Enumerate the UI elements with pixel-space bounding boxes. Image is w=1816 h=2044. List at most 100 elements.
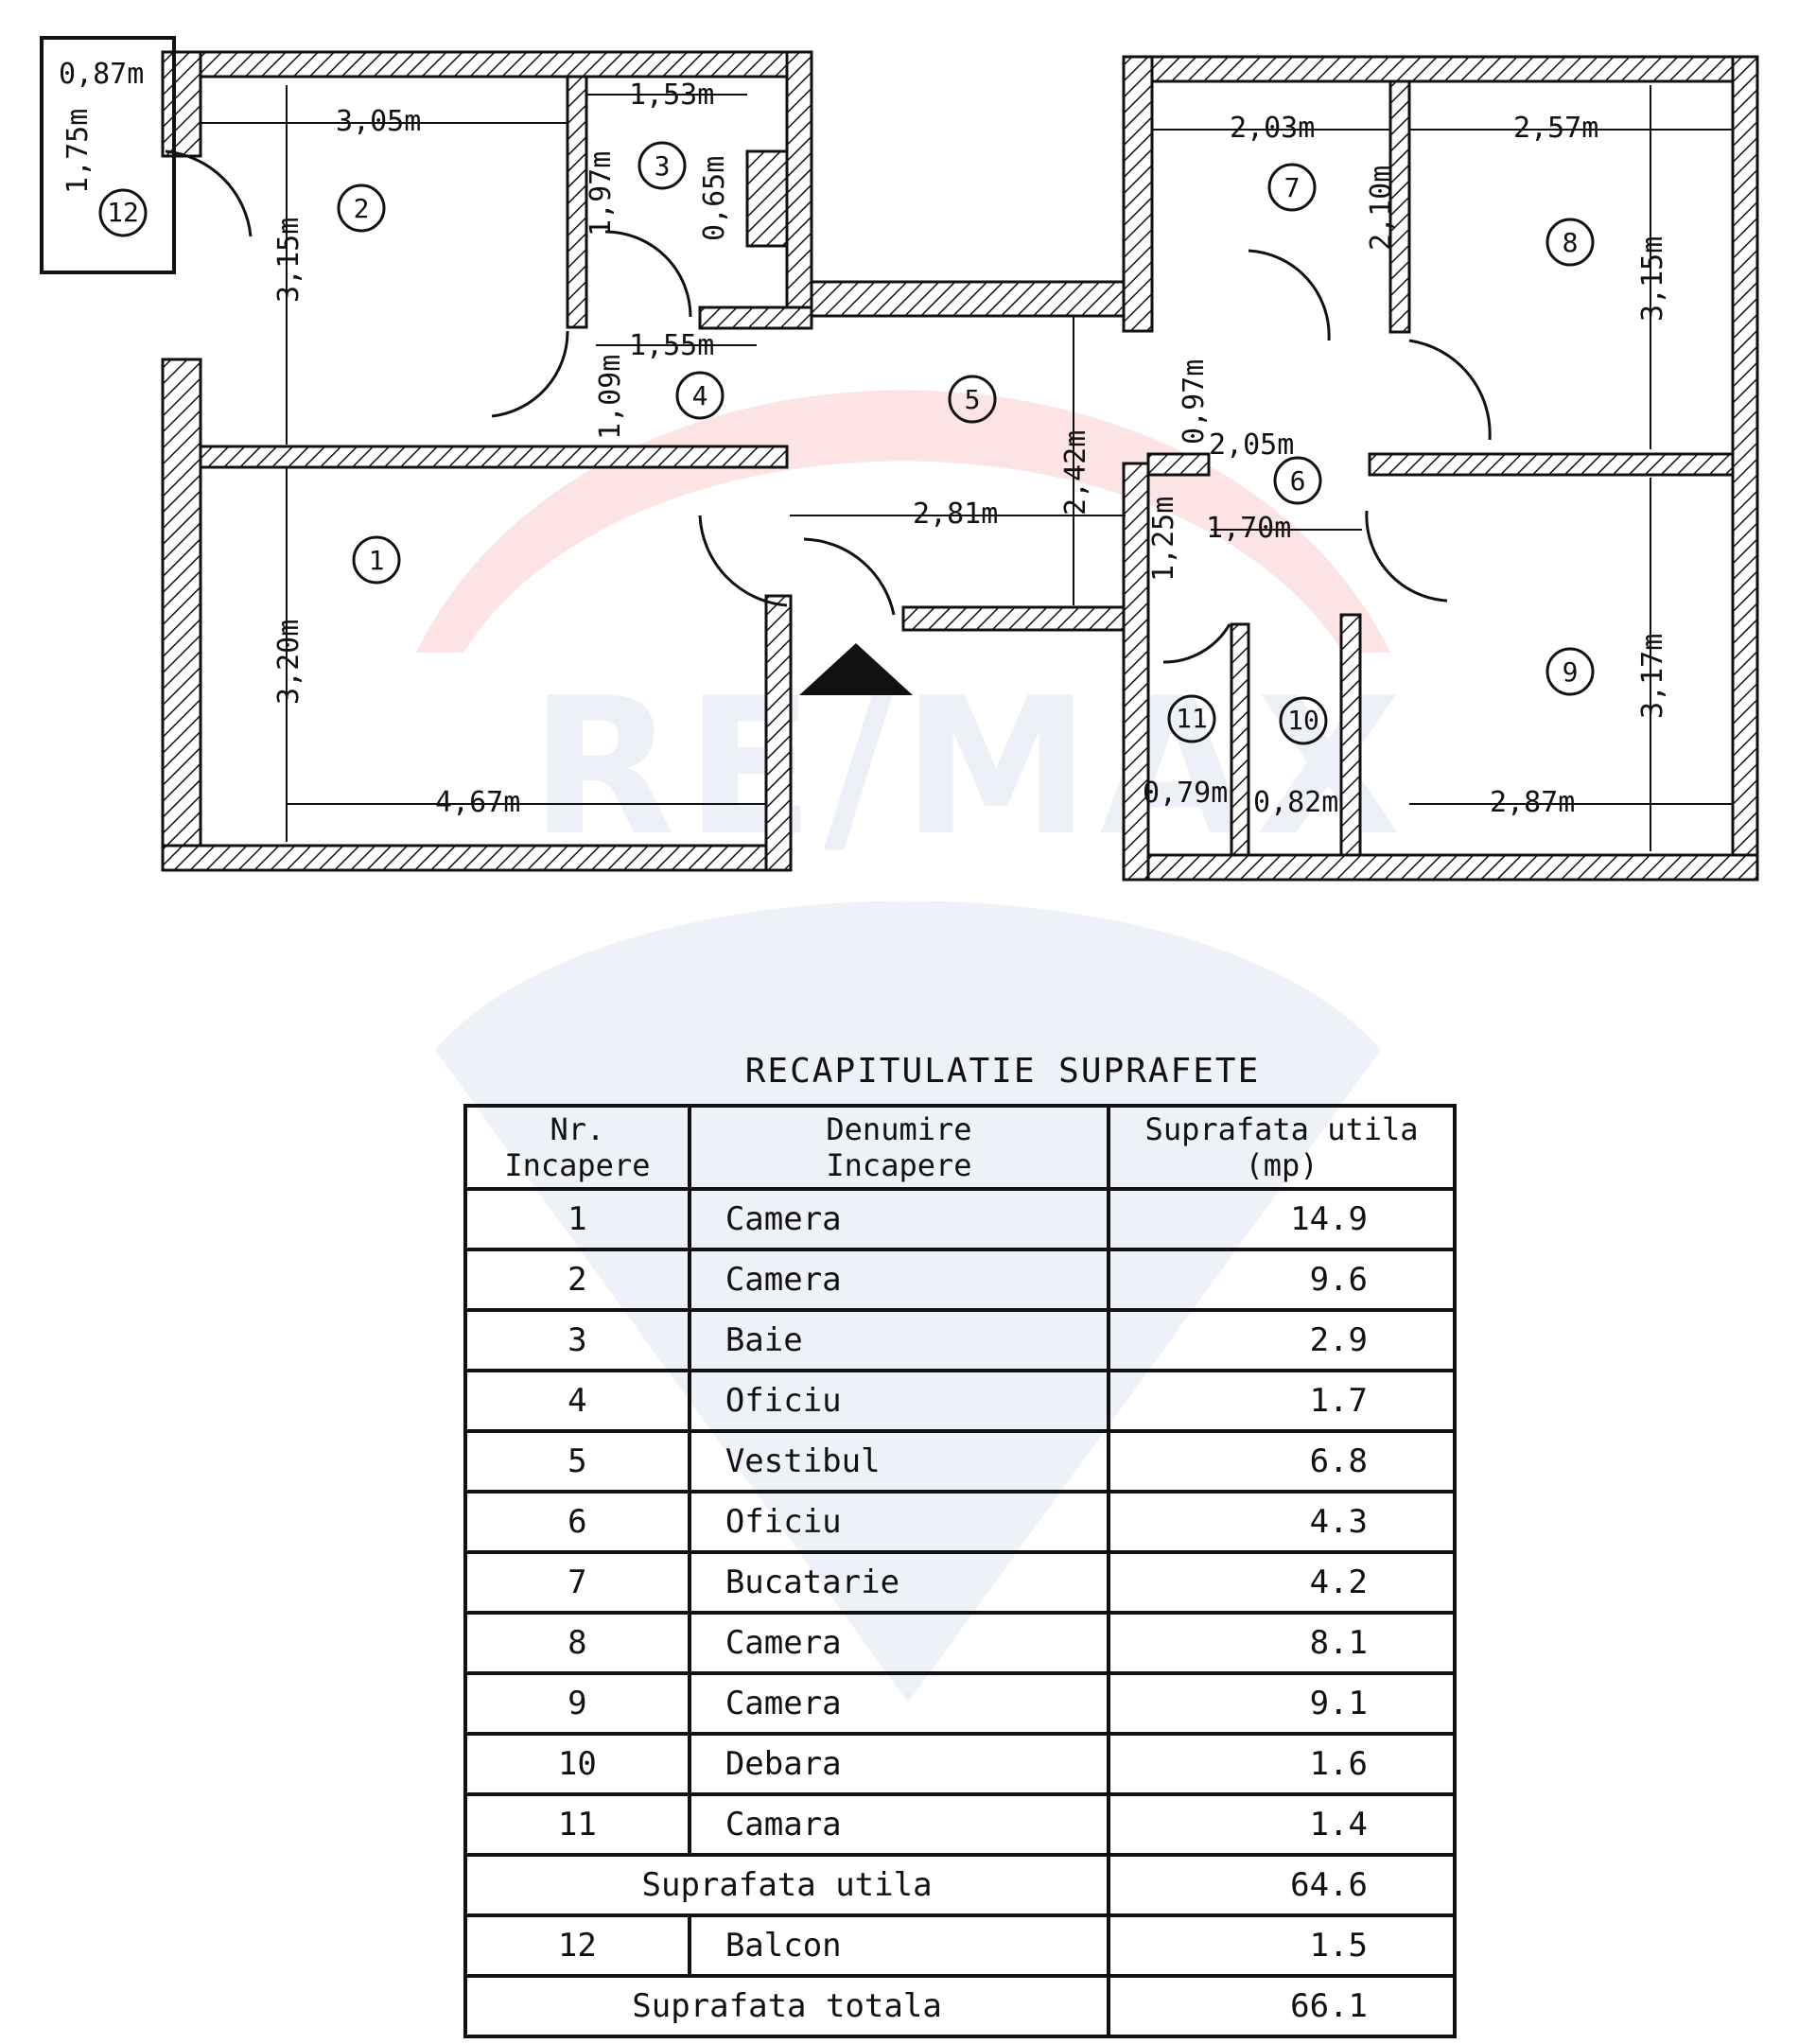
doors bbox=[165, 149, 1492, 664]
room-numbers: 1 2 3 4 5 6 7 8 9 10 11 12 bbox=[107, 150, 1578, 736]
room-markers bbox=[98, 141, 1595, 745]
door-entrance bbox=[803, 537, 896, 616]
row-area: 8.1 bbox=[1107, 1611, 1457, 1675]
wall-corridor-top bbox=[810, 280, 1126, 318]
dim-1-09: 1,09m bbox=[594, 355, 627, 440]
room-number-8: 8 bbox=[1563, 227, 1579, 258]
door-bath bbox=[604, 230, 692, 318]
entrance-arrow-icon bbox=[799, 643, 913, 695]
room-marker-8 bbox=[1545, 218, 1595, 267]
door-balcony bbox=[165, 149, 253, 237]
dim-1-53: 1,53m bbox=[629, 79, 714, 112]
row-name: Bucatarie bbox=[687, 1550, 1111, 1615]
dim-0-82: 0,82m bbox=[1253, 786, 1338, 819]
wall-left-outer bbox=[161, 50, 202, 158]
door-room-9 bbox=[1365, 510, 1448, 603]
dimension-labels: 0,87m 1,75m 3,05m 3,15m 1,53m 1,97m 0,65… bbox=[59, 58, 1669, 819]
row-nr: 10 bbox=[463, 1732, 691, 1796]
wall-divider-2-3 bbox=[566, 75, 588, 329]
room-marker-10 bbox=[1279, 696, 1328, 745]
wall-left-lower bbox=[161, 358, 202, 872]
row-name: Oficiu bbox=[687, 1490, 1111, 1554]
wall-left-right-side bbox=[764, 594, 793, 872]
row-area: 14.9 bbox=[1107, 1187, 1457, 1251]
dim-1-55: 1,55m bbox=[629, 329, 714, 362]
dim-4-67: 4,67m bbox=[435, 786, 520, 819]
row-nr: 7 bbox=[463, 1550, 691, 1615]
dim-0-87: 0,87m bbox=[59, 58, 144, 91]
row-name: Debara bbox=[687, 1732, 1111, 1796]
row-name: Camera bbox=[687, 1671, 1111, 1736]
row-area: 4.2 bbox=[1107, 1550, 1457, 1615]
dim-1-70: 1,70m bbox=[1206, 512, 1291, 545]
door-room-8 bbox=[1408, 339, 1492, 441]
room-marker-11 bbox=[1167, 694, 1216, 743]
room-marker-2 bbox=[337, 183, 386, 233]
balcony-rail bbox=[40, 36, 176, 274]
balcony-name: Balcon bbox=[687, 1913, 1111, 1978]
room-number-3: 3 bbox=[655, 150, 671, 182]
dim-2-42: 2,42m bbox=[1059, 430, 1092, 515]
dim-2-03: 2,03m bbox=[1230, 112, 1315, 145]
row-name: Camara bbox=[687, 1792, 1111, 1857]
header-nr: Nr.Incapere bbox=[463, 1104, 691, 1191]
dim-0-79: 0,79m bbox=[1143, 777, 1228, 810]
row-nr: 6 bbox=[463, 1490, 691, 1554]
wall-top-right bbox=[1122, 55, 1759, 83]
row-nr: 11 bbox=[463, 1792, 691, 1857]
row-area: 1.4 bbox=[1107, 1792, 1457, 1857]
room-number-7: 7 bbox=[1284, 172, 1301, 203]
wall-bath-bottom bbox=[698, 306, 813, 330]
wall-right-left-side bbox=[1122, 55, 1154, 333]
dim-3-05: 3,05m bbox=[336, 105, 421, 138]
row-area: 1.7 bbox=[1107, 1369, 1457, 1433]
row-nr: 4 bbox=[463, 1369, 691, 1433]
room-number-4: 4 bbox=[692, 380, 708, 411]
row-area: 1.6 bbox=[1107, 1732, 1457, 1796]
row-nr: 9 bbox=[463, 1671, 691, 1736]
wall-right-block-left-lower bbox=[1122, 462, 1150, 882]
dim-0-65: 0,65m bbox=[698, 156, 731, 241]
room-marker-3 bbox=[637, 141, 687, 190]
dim-1-25: 1,25m bbox=[1147, 497, 1180, 582]
door-kitchen bbox=[1248, 249, 1331, 341]
wall-divider-11-10 bbox=[1230, 622, 1250, 857]
wall-divider-10-9 bbox=[1339, 613, 1362, 857]
room-number-2: 2 bbox=[354, 193, 370, 224]
wall-bottom-left bbox=[161, 844, 793, 872]
row-area: 4.3 bbox=[1107, 1490, 1457, 1554]
room-number-11: 11 bbox=[1176, 703, 1208, 734]
balcony-area: 1.5 bbox=[1107, 1913, 1457, 1978]
row-name: Baie bbox=[687, 1308, 1111, 1372]
row-name: Camera bbox=[687, 1187, 1111, 1251]
dim-2-05: 2,05m bbox=[1209, 428, 1294, 462]
grand-total-label: Suprafata totala bbox=[463, 1974, 1111, 2038]
door-camara bbox=[1162, 623, 1231, 664]
dim-0-97: 0,97m bbox=[1178, 359, 1211, 445]
row-area: 9.6 bbox=[1107, 1248, 1457, 1312]
walls bbox=[40, 36, 1759, 882]
wall-divider-7-8 bbox=[1388, 79, 1411, 334]
row-name: Oficiu bbox=[687, 1369, 1111, 1433]
dim-2-81: 2,81m bbox=[913, 498, 998, 531]
row-area: 6.8 bbox=[1107, 1429, 1457, 1494]
room-marker-12 bbox=[98, 188, 148, 237]
wall-small-6 bbox=[1146, 452, 1211, 477]
summary-title: RECAPITULATIE SUPRAFETE bbox=[744, 1052, 1261, 1091]
dim-3-15-left: 3,15m bbox=[272, 218, 306, 303]
row-nr: 5 bbox=[463, 1429, 691, 1494]
